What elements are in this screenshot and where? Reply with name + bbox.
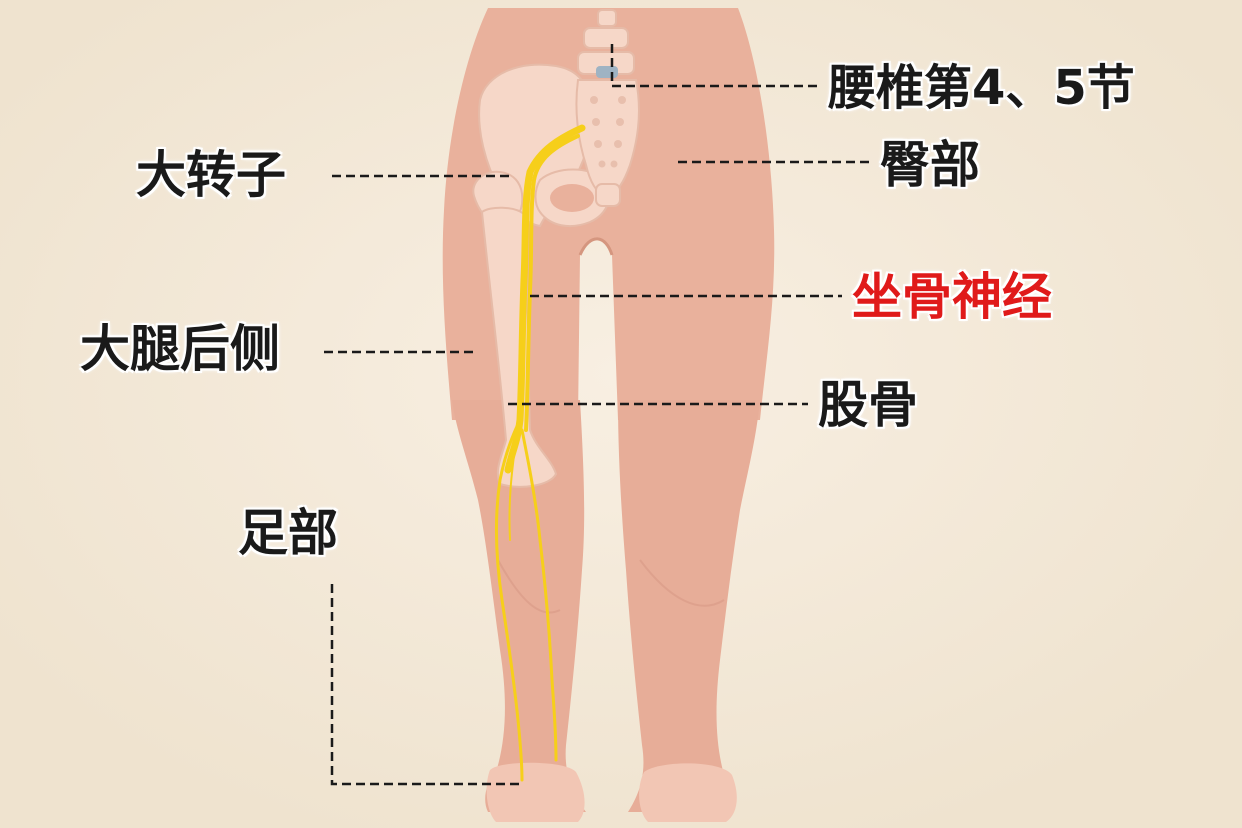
label-lumbar-vertebrae: 腰椎第4、5节 [828, 60, 1135, 116]
left-foot [486, 762, 585, 822]
label-buttock: 臀部 [880, 136, 980, 194]
leader-foot [330, 584, 524, 786]
leader-lines [324, 44, 870, 786]
left-leg [452, 400, 586, 812]
label-femur: 股骨 [818, 376, 918, 434]
right-foot [639, 763, 737, 822]
lumbar-vertebrae [577, 9, 635, 75]
label-greater-trochanter: 大转子 [136, 146, 286, 204]
leader-lumbar [610, 44, 818, 88]
label-sciatic-nerve: 坐骨神经 [852, 268, 1052, 326]
label-foot: 足部 [238, 504, 338, 562]
label-posterior-thigh: 大腿后侧 [80, 320, 280, 378]
right-leg [618, 400, 760, 812]
sciatic-nerve [494, 124, 586, 782]
skeleton [472, 9, 640, 488]
